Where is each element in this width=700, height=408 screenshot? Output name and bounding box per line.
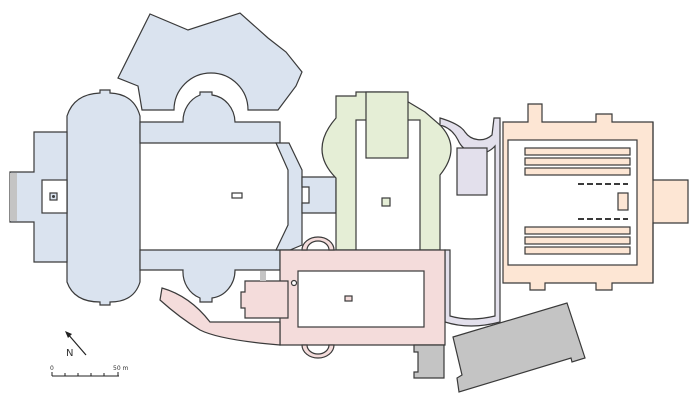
west-gray-block — [10, 173, 17, 221]
purple-strip — [439, 117, 501, 327]
north-label: N — [66, 348, 73, 359]
pink-court — [297, 270, 425, 328]
pink-room — [240, 280, 289, 319]
gray-tower — [413, 344, 445, 379]
west-oval-hall — [66, 89, 141, 306]
orange-marker — [617, 192, 629, 211]
north-arrow: N — [65, 331, 87, 359]
connector — [301, 176, 337, 214]
gray-connector — [260, 271, 266, 281]
south-arm — [139, 249, 281, 303]
scale-start-label: 0 — [50, 365, 54, 372]
pink-curved-wing — [159, 287, 281, 346]
west-annex — [9, 131, 68, 263]
purple-room — [456, 147, 488, 196]
north-arm — [139, 91, 281, 144]
green-marker — [381, 197, 391, 207]
pink-marker — [344, 295, 353, 302]
north-building — [117, 12, 303, 111]
green-inner-hall — [365, 91, 409, 159]
pink-south-apse — [301, 344, 335, 359]
east-wall — [275, 142, 303, 251]
scale-bar — [51, 372, 119, 377]
pink-ring — [290, 279, 298, 287]
scale-end-label: 50 m — [113, 365, 129, 372]
orange-benches — [524, 147, 631, 255]
courtyard-marker — [231, 192, 243, 199]
pink-north-apse — [301, 236, 335, 251]
gray-building — [452, 302, 586, 393]
altar-dot — [52, 195, 55, 198]
